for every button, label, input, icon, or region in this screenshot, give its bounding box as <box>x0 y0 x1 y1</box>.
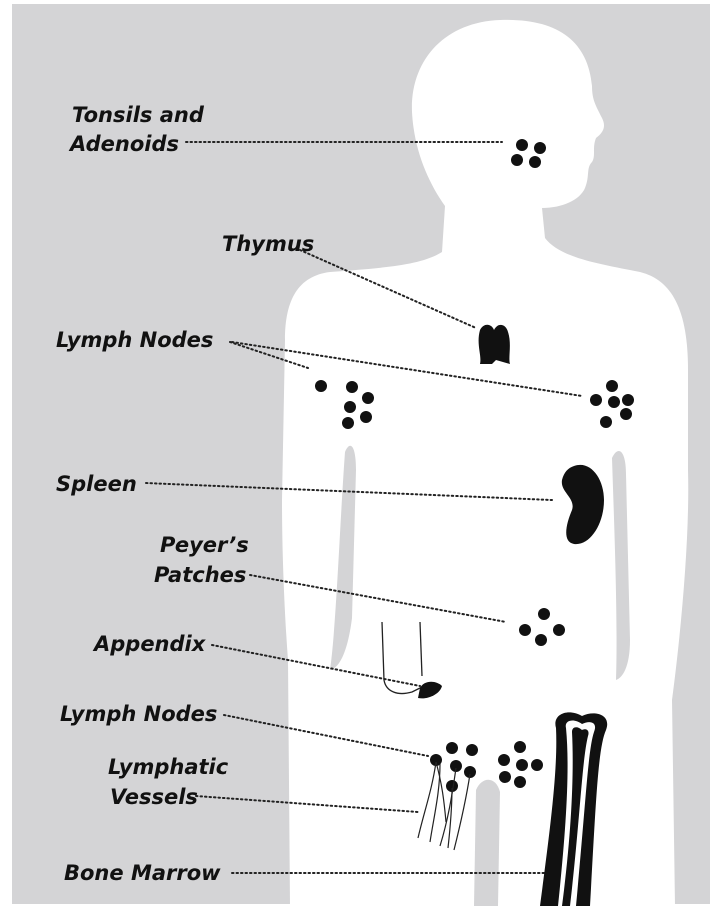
label-thymus: Thymus <box>222 232 314 256</box>
label-lymphatic-line1: Lymphatic <box>108 755 229 779</box>
label-lymph-nodes-lower: Lymph Nodes <box>60 702 217 726</box>
label-peyers-line1: Peyer’s <box>160 533 249 557</box>
label-tonsils-line2: Adenoids <box>68 132 179 156</box>
thymus <box>479 325 510 364</box>
leg-gap <box>474 780 500 906</box>
label-appendix: Appendix <box>92 632 207 656</box>
label-tonsils-line1: Tonsils and <box>72 103 205 127</box>
label-lymph-nodes-upper: Lymph Nodes <box>56 328 213 352</box>
label-bone-marrow: Bone Marrow <box>64 861 221 885</box>
label-spleen: Spleen <box>56 472 137 496</box>
label-peyers-line2: Patches <box>154 563 246 587</box>
label-lymphatic-line2: Vessels <box>110 785 198 809</box>
